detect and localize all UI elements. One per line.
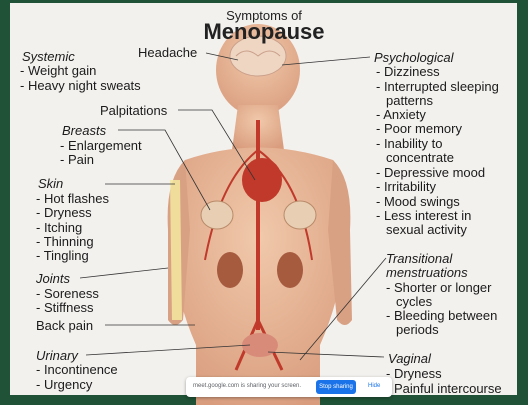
back-pain-label: Back pain <box>36 319 93 332</box>
psych-item-8: - Depressive mood <box>376 166 485 179</box>
systemic-heading: Systemic <box>22 50 75 63</box>
psych-item-10: - Mood swings <box>376 195 460 208</box>
joints-heading: Joints <box>36 272 70 285</box>
breasts-heading: Breasts <box>62 124 106 137</box>
skin-item-2: - Dryness <box>36 206 92 219</box>
skin-item-4: - Thinning <box>36 235 94 248</box>
urinary-item-2: - Urgency <box>36 378 92 391</box>
share-message: meet.google.com is sharing your screen. <box>193 383 301 389</box>
screen-share-bar: meet.google.com is sharing your screen. … <box>186 377 392 397</box>
breasts-item-1: - Enlargement <box>60 139 142 152</box>
urinary-item-1: - Incontinence <box>36 363 118 376</box>
vaginal-item-2: - Painful intercourse <box>386 382 502 395</box>
joints-item-2: - Stiffness <box>36 301 94 314</box>
heart-illustration <box>242 158 282 202</box>
transitional-heading-2: menstruations <box>386 266 468 279</box>
transitional-heading-1: Transitional <box>386 252 452 265</box>
psych-item-12: sexual activity <box>386 223 467 236</box>
skin-heading: Skin <box>38 177 63 190</box>
vaginal-item-1: - Dryness <box>386 367 442 380</box>
psych-item-7: concentrate <box>386 151 454 164</box>
breasts-item-2: - Pain <box>60 153 94 166</box>
psychological-heading: Psychological <box>374 51 454 64</box>
psych-item-6: - Inability to <box>376 137 442 150</box>
headache-label: Headache <box>138 46 197 59</box>
psych-item-2: - Interrupted sleeping <box>376 80 499 93</box>
transitional-item-1: - Shorter or longer <box>386 281 492 294</box>
skin-item-1: - Hot flashes <box>36 192 109 205</box>
psych-item-4: - Anxiety <box>376 108 426 121</box>
skin-item-3: - Itching <box>36 221 82 234</box>
psych-item-5: - Poor memory <box>376 122 462 135</box>
stop-sharing-button[interactable]: Stop sharing <box>316 380 356 394</box>
psych-item-3: patterns <box>386 94 433 107</box>
urinary-heading: Urinary <box>36 349 78 362</box>
systemic-item-2: - Heavy night sweats <box>20 79 141 92</box>
systemic-item-1: - Weight gain <box>20 64 96 77</box>
psych-item-11: - Less interest in <box>376 209 471 222</box>
page-title: Menopause <box>0 19 528 45</box>
psych-item-1: - Dizziness <box>376 65 440 78</box>
hide-button[interactable]: Hide <box>368 383 380 389</box>
transitional-item-3: - Bleeding between <box>386 309 497 322</box>
transitional-item-4: periods <box>396 323 439 336</box>
palpitations-label: Palpitations <box>100 104 167 117</box>
joints-item-1: - Soreness <box>36 287 99 300</box>
vaginal-heading: Vaginal <box>388 352 431 365</box>
skin-item-5: - Tingling <box>36 249 89 262</box>
transitional-item-2: cycles <box>396 295 432 308</box>
psych-item-9: - Irritability <box>376 180 436 193</box>
